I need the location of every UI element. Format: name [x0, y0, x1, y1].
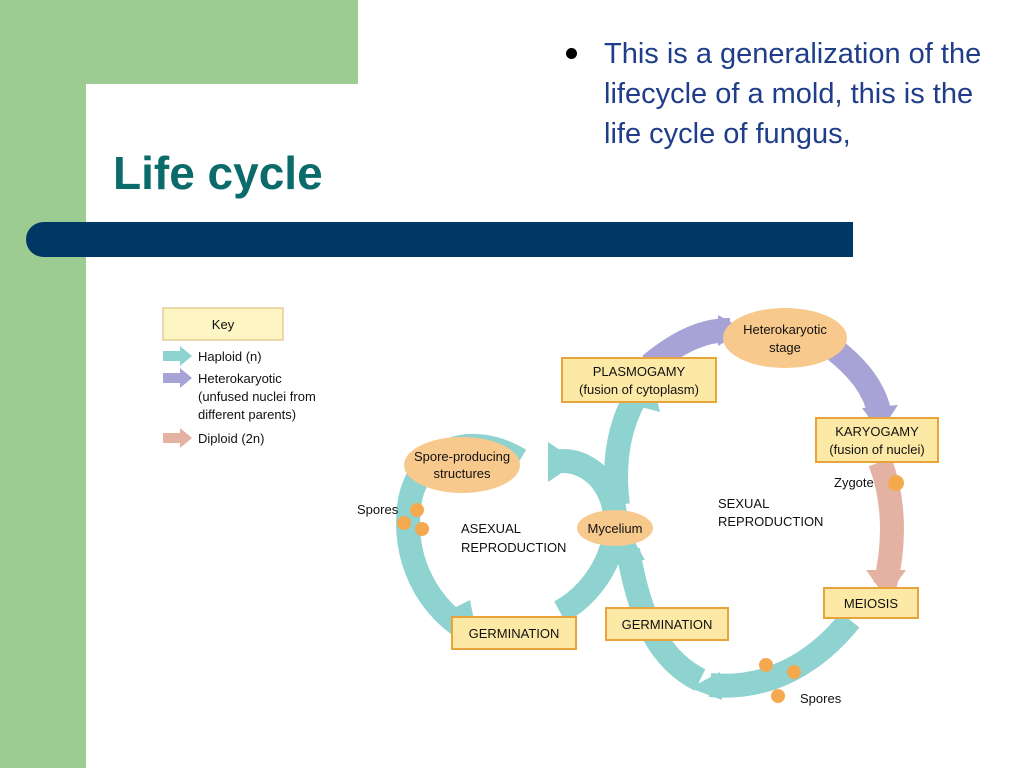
- stage-ovals: Heterokaryotic stage Spore-producing str…: [404, 308, 847, 546]
- spore-bottom-2: [787, 665, 801, 679]
- arrowhead-meiosis-icon: [866, 570, 906, 598]
- arrowhead-germination-icon: [612, 530, 645, 560]
- plasmogamy-line2: (fusion of cytoplasm): [579, 382, 699, 397]
- spore-structures-line2: structures: [433, 466, 491, 481]
- heterokaryotic-to-karyogamy-arc: [827, 340, 892, 418]
- mycelium-oval: [577, 510, 653, 546]
- left-green-strip: [0, 0, 86, 768]
- diagram-labels: Spores Zygote Spores ASEXUAL REPRODUCTIO…: [357, 475, 874, 706]
- title-divider-bar: [26, 222, 853, 257]
- karyogamy-line2: (fusion of nuclei): [829, 442, 924, 457]
- spore-structures-oval: [404, 437, 520, 493]
- spore-left-1: [410, 503, 424, 517]
- zygote-label: Zygote: [834, 475, 874, 490]
- spore-left-3: [415, 522, 429, 536]
- key-diploid-arrow-icon: [163, 428, 192, 448]
- key-haploid-label: Haploid (n): [198, 349, 262, 364]
- mycelium-label: Mycelium: [588, 521, 643, 536]
- germination-left-box: [451, 616, 577, 650]
- key-title-box: [162, 307, 284, 341]
- germination-mid-box: [605, 607, 729, 641]
- asexual-line2: REPRODUCTION: [461, 540, 566, 555]
- spore-left-2: [397, 516, 411, 530]
- asexual-line1: ASEXUAL: [461, 521, 521, 536]
- spore-structures-line1: Spore-producing: [414, 449, 510, 464]
- key-title: Key: [212, 317, 235, 332]
- stage-boxes: PLASMOGAMY (fusion of cytoplasm) KARYOGA…: [451, 357, 939, 650]
- arrowhead-spores-icon: [690, 672, 722, 700]
- spores-bottom-label: Spores: [800, 691, 842, 706]
- top-green-block: [0, 0, 358, 84]
- mycelium-to-plasmogamy-arc: [604, 383, 651, 507]
- meiosis-to-spores-arc: [708, 612, 860, 698]
- key-heterokaryotic-arrow-icon: [163, 368, 192, 388]
- heterokaryotic-line1: Heterokaryotic: [743, 322, 827, 337]
- slide-title: Life cycle: [113, 147, 323, 199]
- meiosis-label: MEIOSIS: [844, 596, 899, 611]
- spore-bottom-3: [771, 689, 785, 703]
- spore-bottom-1: [759, 658, 773, 672]
- key-diploid-label: Diploid (2n): [198, 431, 264, 446]
- plasmogamy-box: [561, 357, 717, 403]
- germination-left-label: GERMINATION: [469, 626, 560, 641]
- key-heterokaryotic-line1: Heterokaryotic: [198, 371, 282, 386]
- sexual-line1: SEXUAL: [718, 496, 769, 511]
- karyogamy-line1: KARYOGAMY: [835, 424, 919, 439]
- spores-left-label: Spores: [357, 502, 399, 517]
- bullet-text: This is a generalization of the lifecycl…: [604, 38, 982, 150]
- karyogamy-box: [815, 417, 939, 463]
- key-haploid-arrow-icon: [163, 346, 192, 366]
- title-panel: [86, 84, 386, 224]
- sexual-line2: REPRODUCTION: [718, 514, 823, 529]
- key-heterokaryotic-line3: different parents): [198, 407, 296, 422]
- key-heterokaryotic-line2: (unfused nuclei from: [198, 389, 316, 404]
- heterokaryotic-stage-oval: [723, 308, 847, 368]
- heterokaryotic-line2: stage: [769, 340, 801, 355]
- germination-mid-label: GERMINATION: [622, 617, 713, 632]
- arrowhead-asexual-up-icon: [548, 442, 578, 482]
- key-legend: Key Haploid (n) Heterokaryotic (unfused …: [162, 307, 316, 448]
- meiosis-box: [823, 587, 919, 619]
- zygote-dot: [888, 475, 904, 491]
- plasmogamy-line1: PLASMOGAMY: [593, 364, 686, 379]
- bullet-dot-icon: [566, 48, 577, 59]
- spore-dots: [397, 475, 904, 703]
